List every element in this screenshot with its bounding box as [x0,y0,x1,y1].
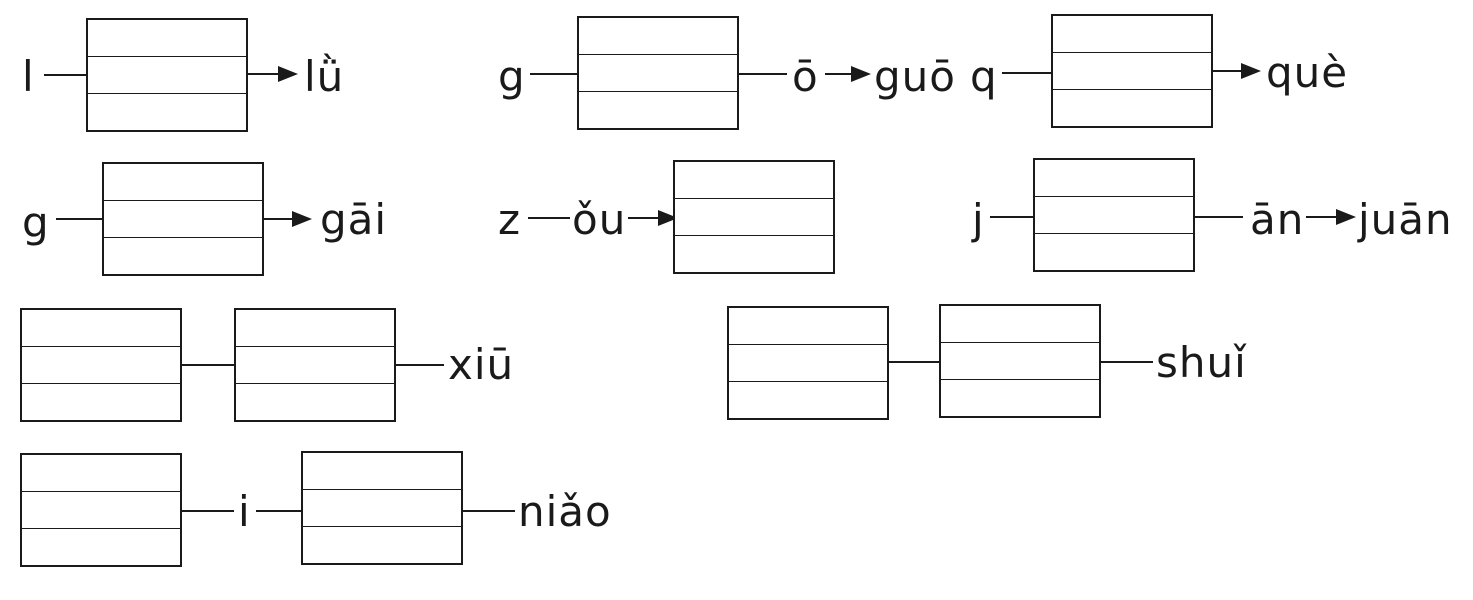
connector-line [182,364,236,366]
answer-box-medial-u[interactable] [1033,158,1195,272]
answer-box-final[interactable] [939,304,1101,418]
medial-i: i [238,487,251,536]
result-gai: gāi [320,195,388,244]
answer-box-final-ai[interactable] [102,162,264,276]
arrow-icon [1213,63,1261,79]
result-niao: niǎo [518,487,612,536]
answer-box-final-ue[interactable] [1051,14,1213,128]
connector-line [56,218,104,220]
result-lv: lǜ [304,52,345,101]
final-o: ō [792,52,819,101]
connector-line [1101,361,1153,363]
answer-box-medial-u[interactable] [577,16,739,130]
initial-j: j [972,195,985,244]
answer-box-final[interactable] [301,451,463,565]
result-juan: juān [1358,195,1453,244]
connector-line [889,361,941,363]
connector-line [44,74,88,76]
answer-box-result-zou[interactable] [673,160,835,274]
arrow-icon [1306,209,1356,225]
connector-line [182,510,234,512]
initial-g: g [22,198,50,247]
result-guo: guō [874,52,956,101]
answer-box-final-lv[interactable] [86,18,248,132]
connector-line [396,364,444,366]
connector-line [739,73,787,75]
result-que: què [1266,48,1349,97]
arrow-icon [248,66,298,82]
answer-box-final[interactable] [234,308,396,422]
result-shui: shuǐ [1156,338,1247,387]
initial-l: l [22,52,35,101]
connector-line [990,216,1034,218]
initial-g: g [498,52,526,101]
connector-line [463,510,515,512]
arrow-icon [825,66,871,82]
arrow-icon [628,210,678,226]
answer-box-initial[interactable] [20,308,182,422]
connector-line [1195,216,1243,218]
connector-line [256,510,302,512]
connector-line [530,73,578,75]
final-an: ān [1250,195,1305,244]
initial-z: z [498,195,522,244]
initial-q: q [970,52,998,101]
connector-line [1002,72,1052,74]
final-ou: ǒu [572,195,627,244]
result-xiu: xiū [448,340,515,389]
arrow-icon [264,211,312,227]
answer-box-initial[interactable] [727,306,889,420]
answer-box-initial[interactable] [20,453,182,567]
connector-line [528,217,570,219]
